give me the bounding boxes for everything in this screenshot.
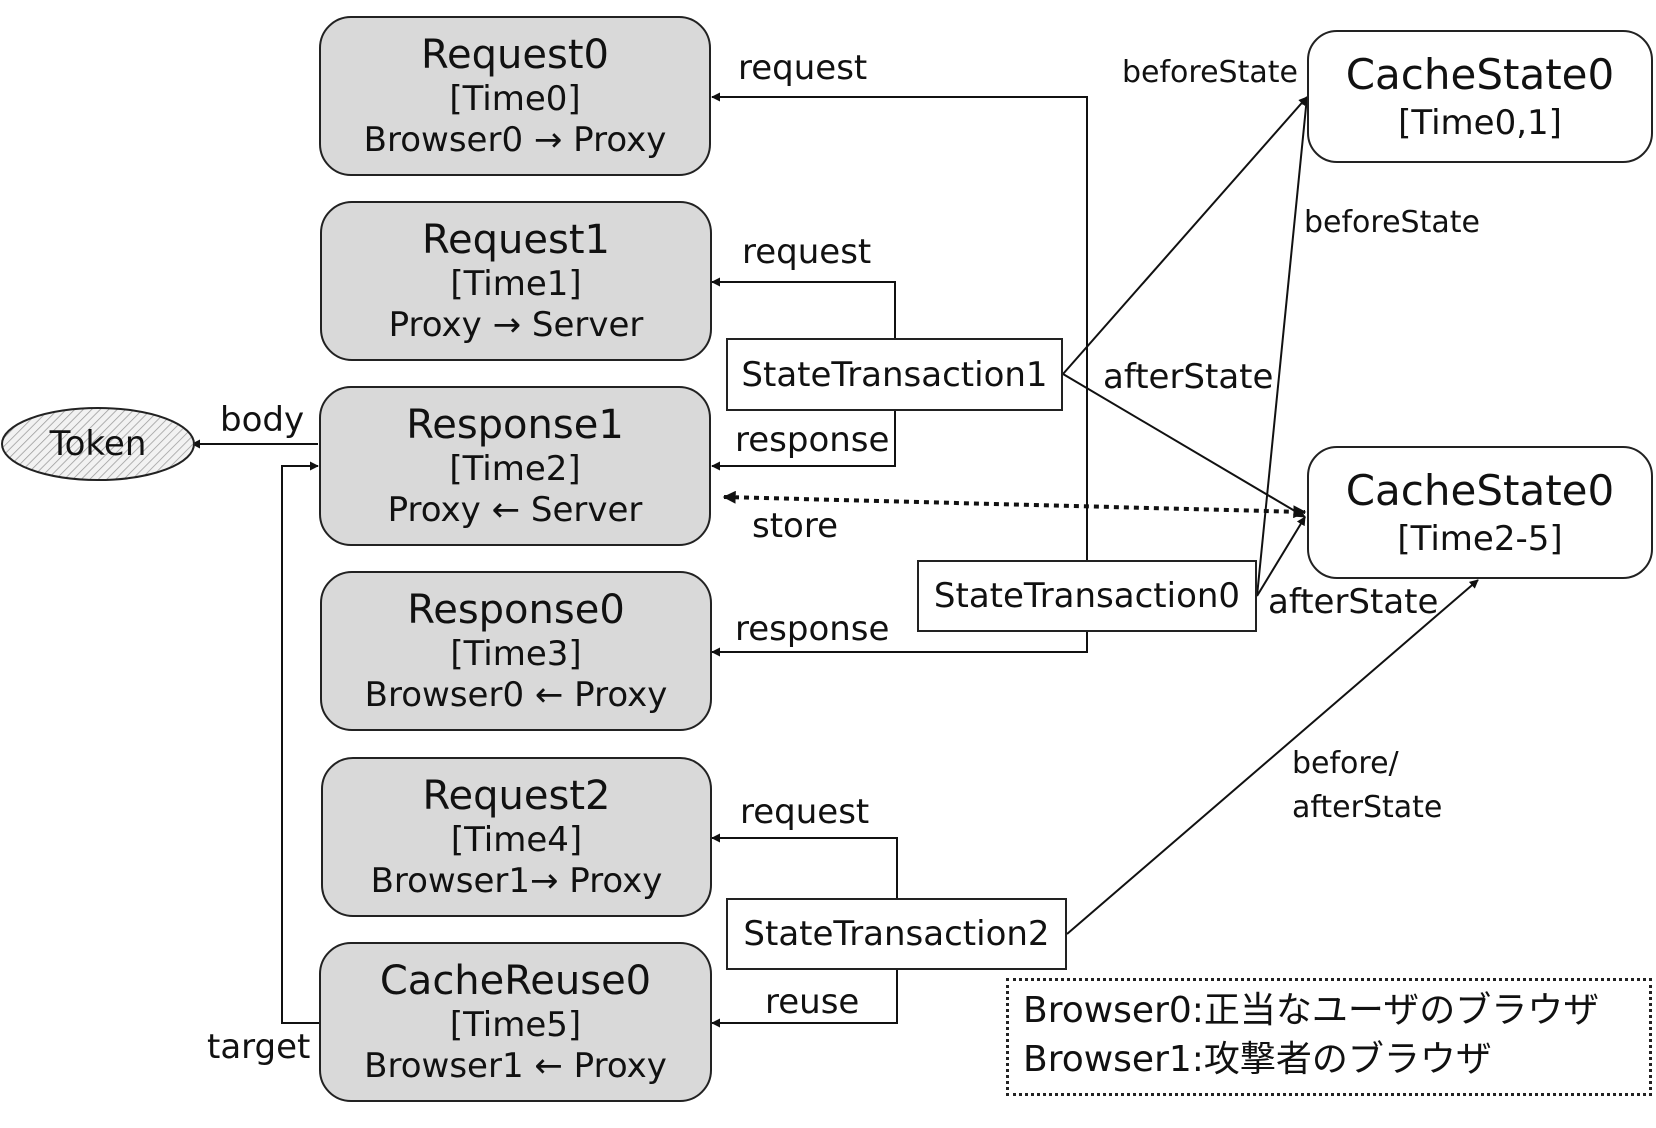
node-cachestate-top: CacheState0 [Time0,1] (1307, 30, 1653, 163)
edge-tx2-request (711, 833, 898, 898)
node-state-transaction0: StateTransaction0 (917, 560, 1257, 632)
edge-tx1-response (711, 411, 896, 471)
node-response1-route: Proxy ← Server (387, 490, 643, 530)
node-cachestate-bottom: CacheState0 [Time2-5] (1307, 446, 1653, 579)
label-reuse: reuse (765, 982, 860, 1022)
node-cachereuse0: CacheReuse0 [Time5] Browser1 ← Proxy (319, 942, 712, 1102)
node-response0-route: Browser0 ← Proxy (364, 675, 668, 715)
token-node: Token (2, 408, 194, 480)
node-request2-name: Request2 (422, 773, 611, 820)
node-cachereuse0-time: [Time5] (449, 1005, 582, 1046)
label-before-state-tx0: beforeState (1304, 205, 1480, 240)
node-request0-route: Browser0 → Proxy (363, 120, 667, 160)
cachestate-top-time: [Time0,1] (1398, 102, 1562, 143)
label-body: body (220, 400, 305, 440)
token-label: Token (49, 424, 147, 464)
node-request0-name: Request0 (421, 32, 609, 79)
edge-tx1-before-state (1062, 96, 1308, 375)
label-before-state-tx1: beforeState (1122, 55, 1298, 90)
legend-line-browser0: Browser0:正当なユーザのブラウザ (1023, 990, 1600, 1031)
label-target: target (207, 1027, 311, 1067)
edge-tx0-after-state (1256, 516, 1306, 597)
node-response1-name: Response1 (406, 402, 624, 449)
label-after-state-tx1: afterState (1103, 357, 1274, 397)
cachestate-top-name: CacheState0 (1345, 50, 1615, 99)
node-request1: Request1 [Time1] Proxy → Server (320, 201, 712, 361)
label-response-tx0: response (735, 609, 890, 649)
node-response0-time: [Time3] (450, 634, 582, 675)
node-response0: Response0 [Time3] Browser0 ← Proxy (320, 571, 712, 731)
label-response-tx1: response (735, 420, 890, 460)
legend-line-browser1: Browser1:攻撃者のブラウザ (1023, 1038, 1492, 1080)
node-request1-name: Request1 (422, 217, 610, 264)
token-node-shape (1, 407, 195, 481)
state-transaction0-label: StateTransaction0 (933, 576, 1241, 616)
node-request2-route: Browser1→ Proxy (370, 861, 663, 901)
edge-tx0-request (711, 92, 1088, 560)
edge-target (281, 461, 319, 1024)
state-transaction1-label: StateTransaction1 (741, 354, 1048, 395)
node-cachereuse0-route: Browser1 ← Proxy (364, 1046, 667, 1086)
edge-tx1-after-state (1062, 373, 1306, 518)
label-after-state-tx0: afterState (1268, 582, 1439, 622)
node-request2-time: [Time4] (450, 820, 583, 861)
node-request0: Request0 [Time0] Browser0 → Proxy (319, 16, 711, 176)
node-response1: Response1 [Time2] Proxy ← Server (319, 386, 711, 546)
state-transaction2-label: StateTransaction2 (743, 914, 1050, 954)
node-state-transaction1: StateTransaction1 (726, 338, 1063, 411)
node-response0-name: Response0 (407, 587, 625, 634)
label-request-tx1: request (742, 232, 872, 272)
cachestate-bottom-name: CacheState0 (1345, 466, 1615, 515)
node-state-transaction2: StateTransaction2 (726, 898, 1067, 970)
label-request-tx2: request (740, 792, 870, 832)
cachestate-bottom-time: [Time2-5] (1397, 518, 1563, 559)
edge-tx2-before-after-state (1066, 579, 1479, 935)
node-cachereuse0-name: CacheReuse0 (379, 958, 652, 1005)
edge-tx0-response (711, 632, 1088, 657)
edge-tx0-before-state (1256, 96, 1311, 597)
node-request0-time: [Time0] (449, 79, 581, 120)
label-store: store (752, 506, 838, 546)
node-request1-time: [Time1] (450, 264, 582, 305)
edge-store (722, 490, 1307, 519)
node-request2: Request2 [Time4] Browser1→ Proxy (321, 757, 712, 917)
edge-tx2-reuse (711, 970, 898, 1028)
legend-box: Browser0:正当なユーザのブラウザ Browser1:攻撃者のブラウザ (1006, 978, 1652, 1096)
label-before-after-state: before/ afterState (1292, 746, 1443, 825)
node-response1-time: [Time2] (449, 449, 581, 490)
edge-tx1-request (711, 277, 896, 338)
label-request-tx0: request (738, 48, 868, 88)
node-request1-route: Proxy → Server (388, 305, 644, 345)
